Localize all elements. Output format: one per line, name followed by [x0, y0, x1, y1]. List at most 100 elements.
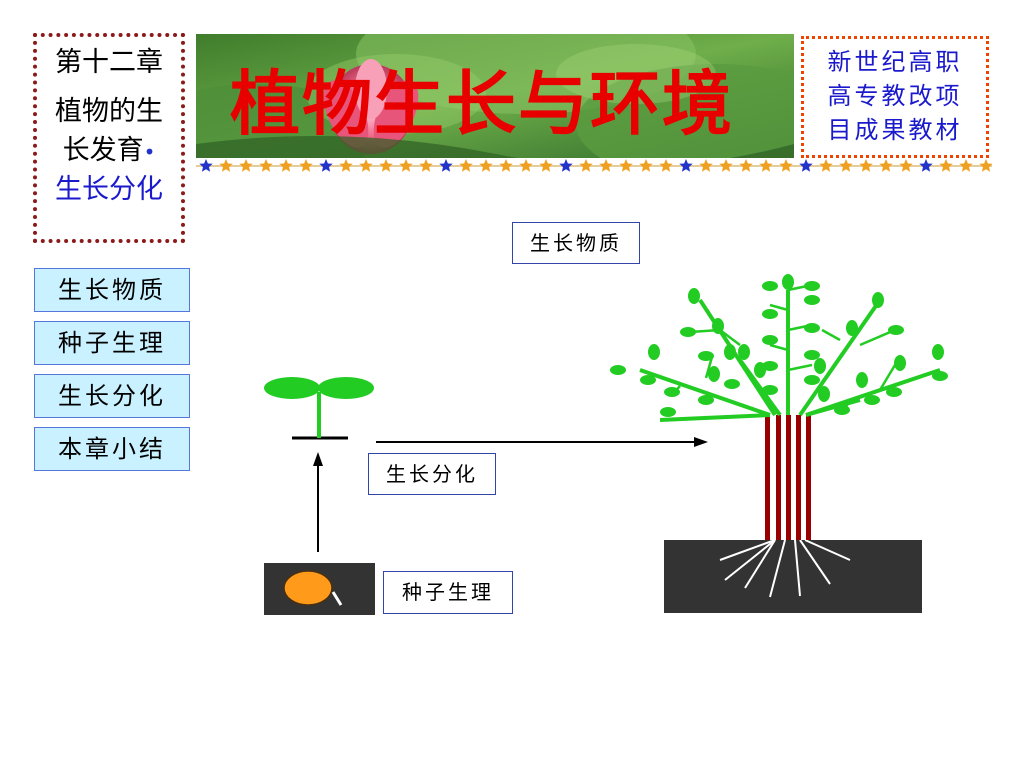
star-icon [899, 159, 913, 172]
section-nav: 生长物质 种子生理 生长分化 本章小结 [34, 268, 190, 480]
chapter-title-line: 植物的生 [55, 96, 163, 128]
leaf-icon [680, 327, 696, 337]
star-divider [196, 159, 992, 172]
leaf-icon [698, 395, 714, 405]
leaf-icon [888, 325, 904, 335]
star-icon [739, 159, 753, 172]
publisher-line: 新世纪高职 [827, 48, 963, 76]
leaf-icon [712, 318, 724, 334]
label-growth-substance[interactable]: 生长物质 [512, 222, 640, 264]
leaf-icon [738, 344, 750, 360]
star-icon [299, 159, 313, 172]
star-icon [959, 159, 973, 172]
star-icon [199, 159, 213, 172]
bullet-icon: • [143, 140, 156, 165]
leaf-icon [894, 355, 906, 371]
leaf-icon [688, 288, 700, 304]
star-icon [359, 159, 373, 172]
leaf-icon [762, 335, 778, 345]
star-icon [759, 159, 773, 172]
star-icon [639, 159, 653, 172]
seedling-icon [264, 377, 374, 440]
star-icon [339, 159, 353, 172]
tree-trunk [765, 415, 811, 540]
leaf-icon [640, 375, 656, 385]
lotus-flower-icon [323, 59, 419, 154]
leaf-icon [762, 385, 778, 395]
star-icon [779, 159, 793, 172]
star-icon [939, 159, 953, 172]
star-icon [979, 159, 992, 172]
star-icon [439, 159, 453, 172]
star-icon [699, 159, 713, 172]
leaf-icon [698, 351, 714, 361]
leaf-icon [724, 344, 736, 360]
chapter-number: 第十二章 [55, 47, 163, 78]
leaf-icon [660, 407, 676, 417]
lotus-background-image [196, 34, 794, 158]
leaf-icon [932, 344, 944, 360]
up-arrow-icon [313, 452, 323, 552]
star-icon [679, 159, 693, 172]
nav-button-seed-physiology[interactable]: 种子生理 [34, 321, 190, 365]
leaf-icon [708, 366, 720, 382]
publisher-line: 目成果教材 [827, 116, 963, 144]
star-icon [319, 159, 333, 172]
book-title: 植物生长与环境 [230, 62, 734, 145]
leaf-icon [814, 358, 826, 374]
star-icon [399, 159, 413, 172]
leaf-icon [804, 350, 820, 360]
label-seed-physiology[interactable]: 种子生理 [383, 571, 513, 614]
leaf-icon [648, 344, 660, 360]
publisher-line: 高专教改项 [827, 82, 963, 110]
star-icon [879, 159, 893, 172]
star-icon [659, 159, 673, 172]
star-icon [459, 159, 473, 172]
leaf-icon [818, 386, 830, 402]
star-icon [559, 159, 573, 172]
star-icon [379, 159, 393, 172]
leaf-icon [762, 361, 778, 371]
leaf-icon [856, 372, 868, 388]
tree-leaves [610, 274, 948, 417]
leaf-icon [762, 309, 778, 319]
star-icon [219, 159, 233, 172]
star-icon [259, 159, 273, 172]
leaf-icon [804, 375, 820, 385]
leaf-icon [610, 365, 626, 375]
star-icon [619, 159, 633, 172]
star-icon [279, 159, 293, 172]
leaf-icon [886, 387, 902, 397]
leaf-icon [804, 281, 820, 291]
leaf-icon [762, 281, 778, 291]
star-icon [599, 159, 613, 172]
star-icon [919, 159, 933, 172]
star-icon [859, 159, 873, 172]
star-icon [539, 159, 553, 172]
tree-soil-block [664, 540, 922, 613]
star-icon [819, 159, 833, 172]
chapter-title-line: 长发育• [62, 135, 156, 167]
seed-soil-block [264, 563, 375, 615]
publisher-box: 新世纪高职 高专教改项 目成果教材 [801, 36, 989, 158]
leaf-icon [724, 379, 740, 389]
star-icon [499, 159, 513, 172]
nav-button-chapter-summary[interactable]: 本章小结 [34, 427, 190, 471]
star-icon [839, 159, 853, 172]
nav-button-growth-substance[interactable]: 生长物质 [34, 268, 190, 312]
star-icon [799, 159, 813, 172]
leaf-icon [872, 292, 884, 308]
title-banner: 植物生长与环境 [196, 34, 794, 158]
leaf-icon [834, 405, 850, 415]
label-growth-differentiation[interactable]: 生长分化 [368, 453, 496, 495]
star-icon [519, 159, 533, 172]
leaf-icon [804, 323, 820, 333]
leaf-icon [804, 295, 820, 305]
chapter-info-box: 第十二章 植物的生 长发育• 生长分化 [33, 33, 185, 243]
nav-button-growth-differentiation[interactable]: 生长分化 [34, 374, 190, 418]
current-section-title: 生长分化 [55, 174, 163, 206]
leaf-icon [664, 387, 680, 397]
tree-branches [639, 290, 941, 422]
roots-icon [719, 539, 851, 598]
leaf-icon [846, 320, 858, 336]
